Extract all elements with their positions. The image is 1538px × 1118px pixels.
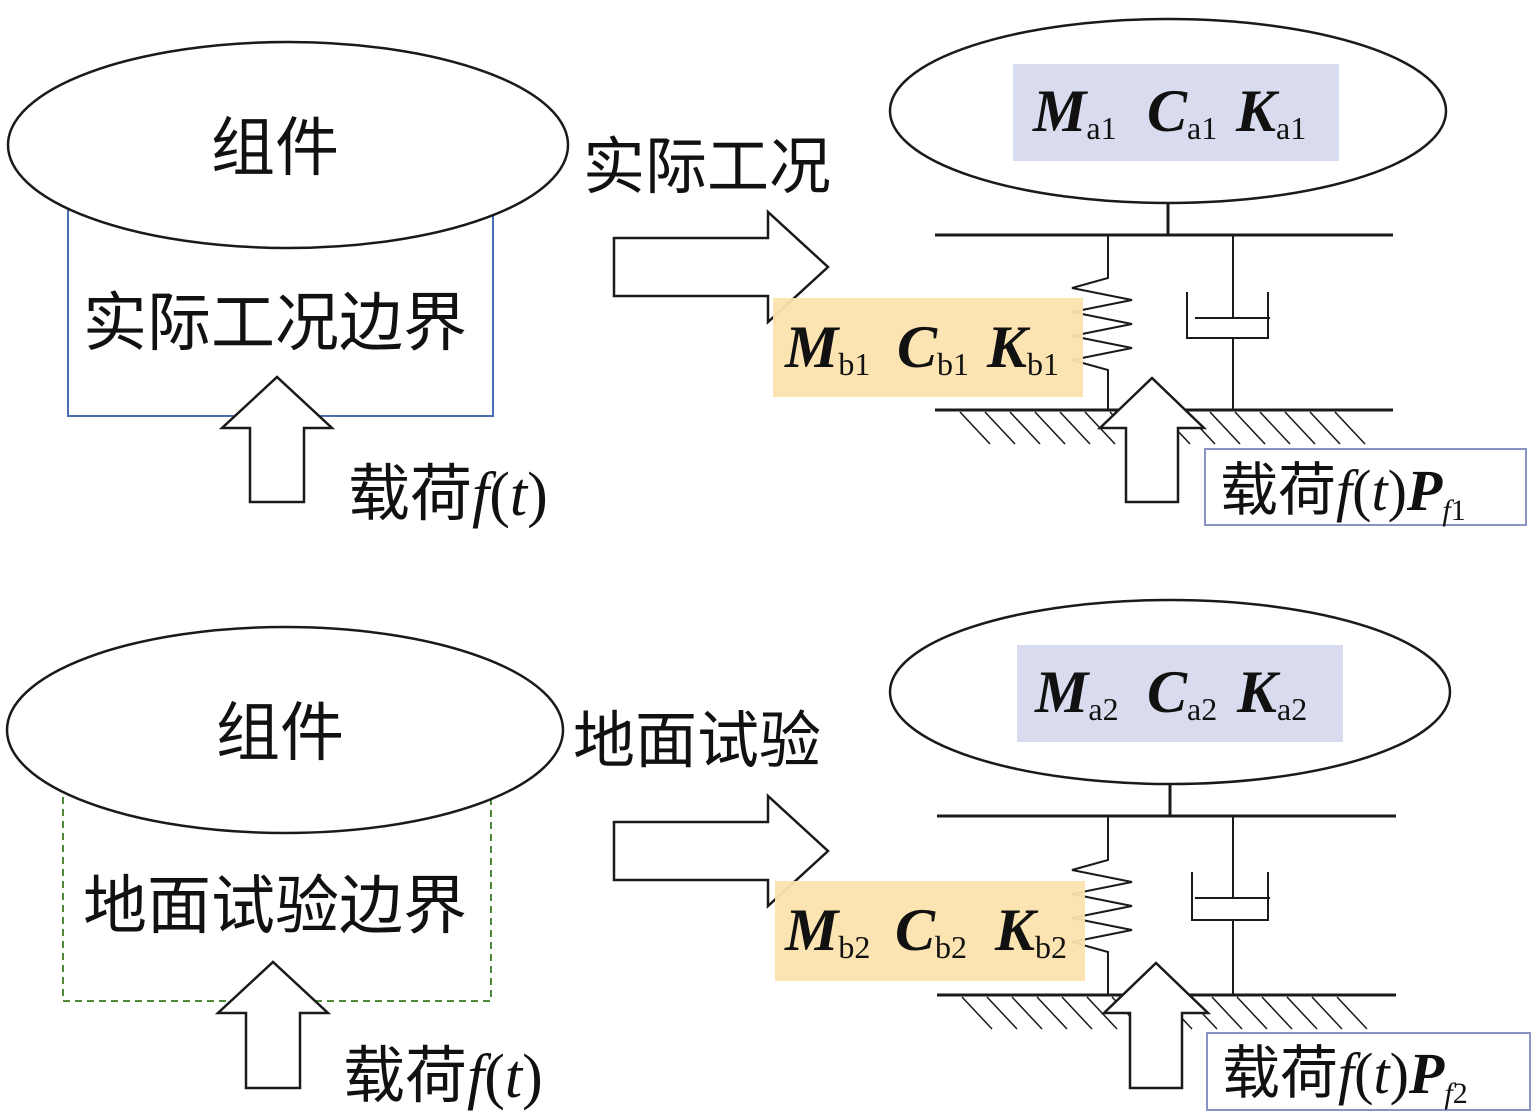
model-load-box [1206,1032,1531,1111]
component-label: 组件 [211,112,339,186]
lower-param-box [773,298,1083,397]
upper-param-k: Ka1 [1235,78,1306,146]
component-ellipse [5,625,565,835]
load-arrow-up [218,375,336,504]
boundary-label: 地面试验边界 [83,870,467,944]
transition-label: 地面试验 [573,704,821,777]
spring [1071,235,1133,410]
lower-param-c: Cb2 [895,897,967,965]
model-load-arrow-up [1100,961,1212,1090]
damper [1191,816,1270,995]
lower-param-k: Kb1 [986,314,1059,382]
upper-param-box [1017,645,1343,742]
lower-param-k: Kb2 [994,897,1067,965]
transition-arrow-right [612,209,830,325]
damper [1186,235,1270,410]
upper-param-c: Ca1 [1147,78,1217,146]
load-label: 载荷f(t) [343,1039,543,1112]
lower-params: Mb2 Cb2 Kb2 [784,897,1067,965]
component-ellipse [6,40,570,250]
upper-params: Ma1 Ca1 Ka1 [1032,78,1306,146]
transition-label: 实际工况 [583,130,831,203]
bottom-case: 组件 地面试验边界 载荷f(t) 地面试验 Ma2 Ca2 Ka2 Mb2 Cb… [5,598,1531,1112]
boundary-label: 实际工况边界 [83,287,467,361]
upper-param-k: Ka2 [1236,659,1307,727]
upper-param-c: Ca2 [1147,659,1217,727]
model-load-label: 载荷f(t)Pf2 [1222,1039,1468,1110]
upper-param-m: Ma1 [1032,78,1117,146]
model-load-label: 载荷f(t)Pf1 [1220,456,1466,527]
upper-params: Ma2 Ca2 Ka2 [1034,659,1307,727]
model-load-box [1204,448,1527,526]
component-label: 组件 [216,697,344,771]
upper-param-m: Ma2 [1034,659,1119,727]
lower-param-c: Cb1 [897,314,969,382]
lower-param-m: Mb1 [784,314,870,382]
lower-param-box [775,881,1085,981]
upper-param-box [1013,64,1339,161]
load-label: 载荷f(t) [348,457,548,530]
load-arrow-up [214,960,332,1090]
transition-arrow-right [612,793,830,909]
ground-boundary-box [62,769,492,1002]
lower-param-m: Mb2 [784,897,870,965]
model-load-arrow-up [1096,376,1208,504]
lower-params: Mb1 Cb1 Kb1 [784,314,1059,382]
top-case: 组件 实际工况边界 载荷f(t) 实际工况 Ma1 Ca1 Ka1 [6,17,1527,530]
